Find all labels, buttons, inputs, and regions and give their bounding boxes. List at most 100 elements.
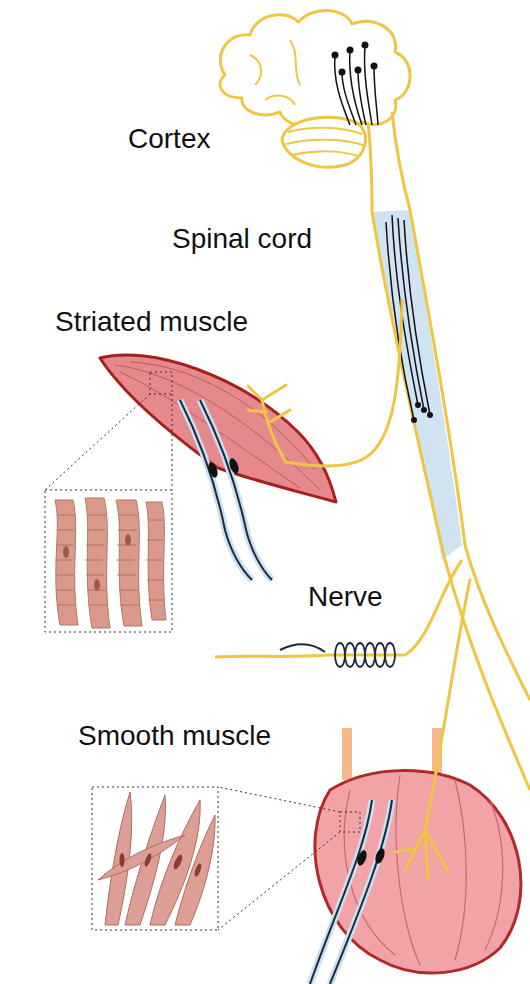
motor-branch — [262, 385, 286, 400]
striated-muscle — [100, 355, 336, 502]
ureter — [342, 728, 352, 780]
peripheral-nerve — [215, 560, 462, 657]
coil-loop — [345, 643, 355, 667]
neuron-body — [332, 52, 339, 59]
cortex-neurons — [335, 45, 378, 125]
striated-fiber — [85, 498, 110, 628]
cerebrum-outline — [220, 11, 410, 131]
sensory-sheath — [330, 800, 392, 984]
spinal-cord-edge — [392, 112, 530, 700]
brain — [220, 11, 410, 168]
muscle-line — [485, 800, 503, 950]
tract — [404, 220, 430, 415]
axon — [374, 66, 378, 125]
muscle-fiber-line — [115, 365, 320, 490]
sensory-axon — [330, 800, 392, 984]
neuron-body — [411, 417, 417, 423]
neuron-body — [347, 47, 354, 54]
axon — [342, 72, 356, 125]
sensory-cell-body — [374, 847, 387, 865]
motor-nerve — [248, 300, 402, 466]
striated-inset-frame — [45, 490, 172, 632]
nucleus — [94, 579, 100, 591]
part-label: Cortex — [128, 122, 210, 156]
nucleus — [172, 853, 184, 870]
motor-branch — [262, 400, 286, 462]
striated-fibers — [55, 498, 166, 628]
neuron-body — [421, 407, 427, 413]
nerve-coil — [335, 643, 395, 667]
smooth-nuclei — [120, 853, 203, 878]
motor-axon — [286, 300, 402, 466]
bladder-axon — [425, 580, 470, 830]
muscle-fibers — [115, 362, 320, 490]
sensory-fibers-bladder — [310, 800, 392, 984]
sensory-cell-body — [228, 457, 241, 475]
coil-loop — [355, 643, 365, 667]
neuron-body — [415, 402, 421, 408]
brain-folds — [250, 40, 366, 156]
muscle-fiber-line — [120, 372, 300, 488]
coil-loop — [385, 643, 395, 667]
smooth-cell — [98, 835, 185, 880]
axon — [335, 55, 350, 125]
bladder-branch — [395, 848, 418, 852]
sulcus — [250, 55, 261, 85]
part-label: Spinal cord — [172, 222, 312, 256]
neuron-body — [355, 67, 362, 74]
part-label: Striated muscle — [55, 305, 248, 339]
nucleus — [120, 853, 125, 867]
motor-branch — [248, 386, 262, 400]
neuron-body — [362, 42, 369, 49]
cerebellum-outline — [282, 117, 365, 167]
neuron-body — [427, 412, 433, 418]
cerebellum-fold — [288, 128, 362, 134]
sulcus — [290, 40, 300, 85]
motor-branch — [248, 410, 266, 412]
sensory-axon — [180, 400, 252, 580]
coil-loop — [375, 643, 385, 667]
cortex-cell-bodies — [332, 42, 378, 76]
zoom-leader — [45, 394, 172, 490]
striated-fiber — [55, 500, 78, 625]
spinal-tracts — [386, 215, 430, 420]
sensory-fibers-muscle — [180, 400, 272, 580]
muscle-line — [396, 775, 420, 965]
smooth-cells — [98, 792, 215, 925]
cerebellum-fold — [286, 140, 366, 146]
smooth-cell — [175, 815, 215, 925]
smooth-inset-frame — [92, 787, 218, 930]
striations — [55, 515, 164, 605]
striation-lines — [55, 515, 164, 605]
sensory-axon — [200, 400, 272, 580]
spinal-cord-shading — [372, 210, 462, 560]
spinal-cell-bodies — [411, 402, 433, 423]
coil-loop — [335, 643, 345, 667]
coil-loop — [365, 643, 375, 667]
sensory-sheath — [200, 400, 272, 580]
neuron-body — [371, 63, 378, 70]
striated-fiber — [116, 500, 142, 626]
axon — [358, 70, 366, 125]
zoom-leader — [218, 787, 340, 930]
cerebellum-fold — [292, 151, 358, 156]
sensory-cell-body — [356, 849, 369, 867]
nucleus — [125, 534, 131, 546]
nucleus — [193, 863, 202, 878]
nerve-ending — [280, 644, 325, 652]
axon — [365, 45, 372, 125]
nucleus — [63, 546, 69, 558]
zoom-marker — [150, 372, 172, 394]
nucleus — [143, 853, 152, 868]
sensory-cell-body — [207, 461, 220, 479]
bladder-branch — [425, 830, 448, 872]
neuron-body — [339, 69, 346, 76]
part-label: Smooth muscle — [78, 719, 271, 753]
muscle-line — [455, 780, 466, 960]
part-label: Nerve — [308, 580, 383, 614]
zoom-marker — [340, 812, 360, 832]
motor-branch — [270, 410, 290, 422]
sulcus — [265, 95, 295, 105]
